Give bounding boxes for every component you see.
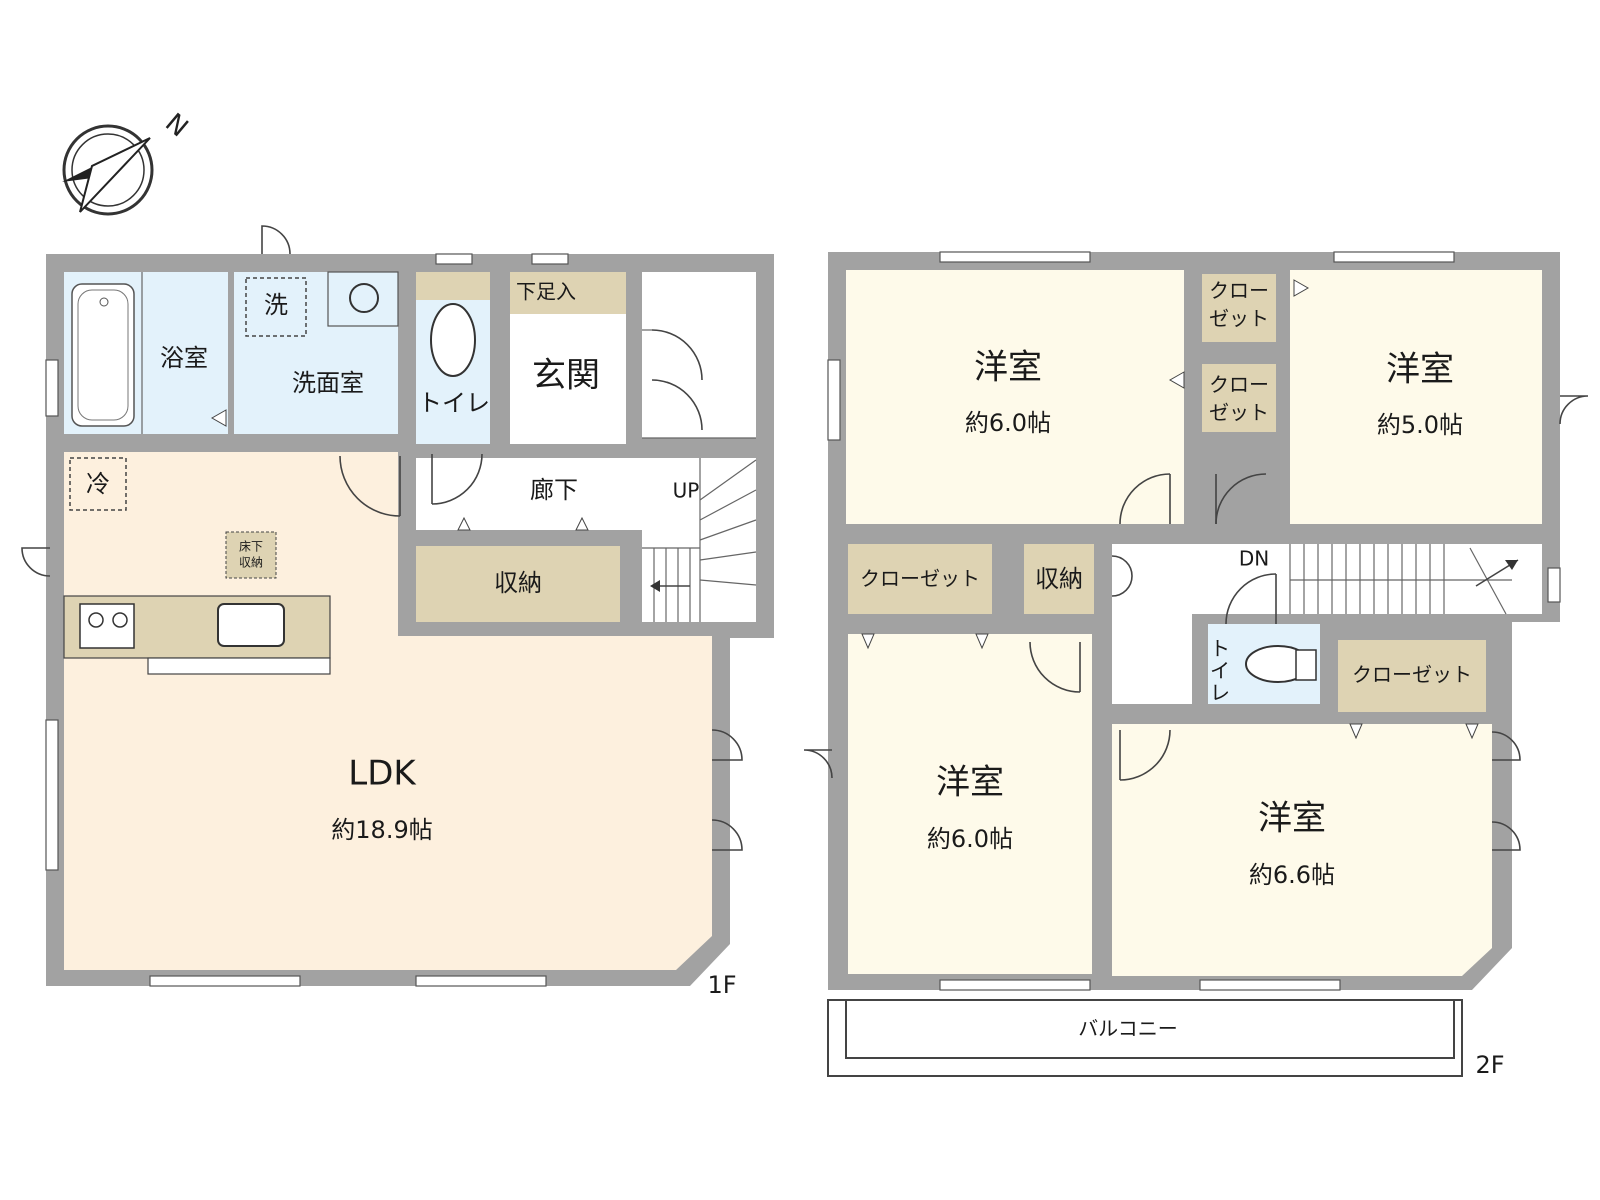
western-room-1	[846, 270, 1184, 524]
fridge-label: 冷	[86, 470, 110, 498]
up-label: UP	[673, 479, 700, 503]
stairs-2f-arrow	[1505, 560, 1518, 570]
compass-needle-light	[79, 137, 151, 213]
hall-label: 廊下	[530, 476, 578, 504]
burner-left	[88, 612, 104, 628]
sink-bowl	[349, 283, 379, 313]
bath-door-marker	[210, 409, 227, 427]
closet-a-door-marker	[1293, 279, 1310, 297]
closet-c-label: クローゼット	[860, 567, 980, 591]
dn-label: DN	[1239, 547, 1269, 571]
storage-room-1f	[416, 546, 620, 622]
washroom	[234, 272, 398, 434]
bath-label: 浴室	[160, 344, 208, 372]
washer-space	[245, 277, 307, 337]
hall-vertical	[1112, 544, 1192, 704]
kitchen-counter-bar	[147, 657, 331, 675]
toilet-2f-tank	[1295, 649, 1317, 681]
closet-b-door-marker	[1168, 371, 1185, 389]
ldk-label: LDK	[348, 754, 417, 794]
western-room-2	[1290, 270, 1542, 524]
storage-1f-label: 収納	[494, 569, 542, 597]
toilet-bowl	[430, 303, 476, 377]
western-room-2-size: 約5.0帖	[1377, 411, 1463, 439]
storage-2f	[1024, 544, 1094, 614]
stairs-2f	[1289, 544, 1519, 615]
closet-a-label-1: クロー	[1209, 279, 1269, 303]
kitchen-sink	[217, 603, 285, 647]
western-room-4-label: 洋室	[1258, 799, 1326, 839]
western-room-4-size: 約6.6帖	[1249, 861, 1335, 889]
underfloor-storage	[225, 531, 277, 579]
sink-counter	[327, 271, 399, 327]
closet-d	[1338, 640, 1486, 712]
western-room-3-size: 約6.0帖	[927, 825, 1013, 853]
ldk-room	[64, 452, 712, 970]
western-room-3	[848, 634, 1092, 974]
floor2-windows	[827, 251, 1561, 991]
ldk-size-label: 約18.9帖	[331, 816, 432, 844]
toilet-tank	[416, 272, 490, 300]
western-room-2-label: 洋室	[1386, 350, 1454, 390]
closet-b-label-2: ゼット	[1209, 401, 1269, 425]
shoe-storage-label: 下足入	[516, 280, 576, 304]
western-room-3-label: 洋室	[936, 763, 1004, 803]
stairs-area-2f	[1286, 544, 1542, 614]
underfloor-label-2: 収納	[239, 556, 263, 570]
storage-door-marker-left	[457, 516, 471, 531]
washroom-label: 洗面室	[292, 369, 364, 397]
stairs-1f	[642, 458, 757, 622]
floor1-tag: 1F	[707, 971, 736, 999]
closet-d-door-marker-right	[1465, 723, 1479, 740]
western-room-4	[1112, 724, 1492, 976]
shoe-storage	[510, 272, 626, 314]
closet-c	[848, 544, 992, 614]
fridge-space	[69, 457, 127, 511]
floor2-doors	[803, 279, 1589, 851]
stove	[79, 603, 135, 649]
compass-north-label: N	[159, 108, 193, 143]
bathtub-inner	[77, 289, 129, 421]
balcony-inner	[845, 999, 1455, 1059]
closet-a-label-2: ゼット	[1209, 307, 1269, 331]
closet-a	[1202, 274, 1276, 342]
washer-label: 洗	[264, 291, 288, 319]
western-room-1-label: 洋室	[974, 348, 1042, 388]
toilet-label: トイレ	[418, 389, 490, 417]
closet-b-label-1: クロー	[1209, 373, 1269, 397]
closet-b	[1202, 364, 1276, 432]
storage-2f-label: 収納	[1035, 565, 1083, 593]
compass-outer-ring	[62, 124, 154, 216]
bathtub-drain	[99, 297, 109, 307]
compass-inner-ring	[71, 133, 145, 207]
toilet-2f-label-3: レ	[1210, 681, 1230, 705]
stairs-area-1f	[642, 458, 756, 622]
underfloor-label-1: 床下	[239, 540, 263, 554]
closet-c-door-marker-left	[861, 633, 875, 650]
compass: N	[62, 108, 193, 216]
floor-1: 浴室 洗面室 洗 トイレ 下足入 玄関 廊下 UP 収納 冷 床下 収納 LDK…	[21, 225, 774, 999]
entrance-room	[510, 314, 626, 444]
closet-d-door-marker-left	[1349, 723, 1363, 740]
closet-d-label: クローゼット	[1352, 663, 1472, 687]
entrance-label: 玄関	[532, 356, 600, 396]
toilet-2f-label-1: ト	[1210, 637, 1230, 661]
storage-door-marker-right	[575, 516, 589, 531]
toilet-2f-label-2: イ	[1210, 659, 1230, 683]
western-room-1-size: 約6.0帖	[965, 409, 1051, 437]
floor1-windows	[45, 253, 569, 987]
balcony-label: バルコニー	[1078, 1017, 1178, 1041]
floor1-doors	[21, 225, 743, 851]
floor2-tag: 2F	[1475, 1051, 1504, 1079]
stairs-up-arrow	[650, 580, 660, 592]
burner-right	[112, 612, 128, 628]
closet-c-door-marker-right	[975, 633, 989, 650]
floor-2: 洋室 約6.0帖 洋室 約5.0帖 クロー ゼット クロー ゼット クローゼット…	[803, 251, 1589, 1079]
bathtub	[71, 283, 135, 427]
